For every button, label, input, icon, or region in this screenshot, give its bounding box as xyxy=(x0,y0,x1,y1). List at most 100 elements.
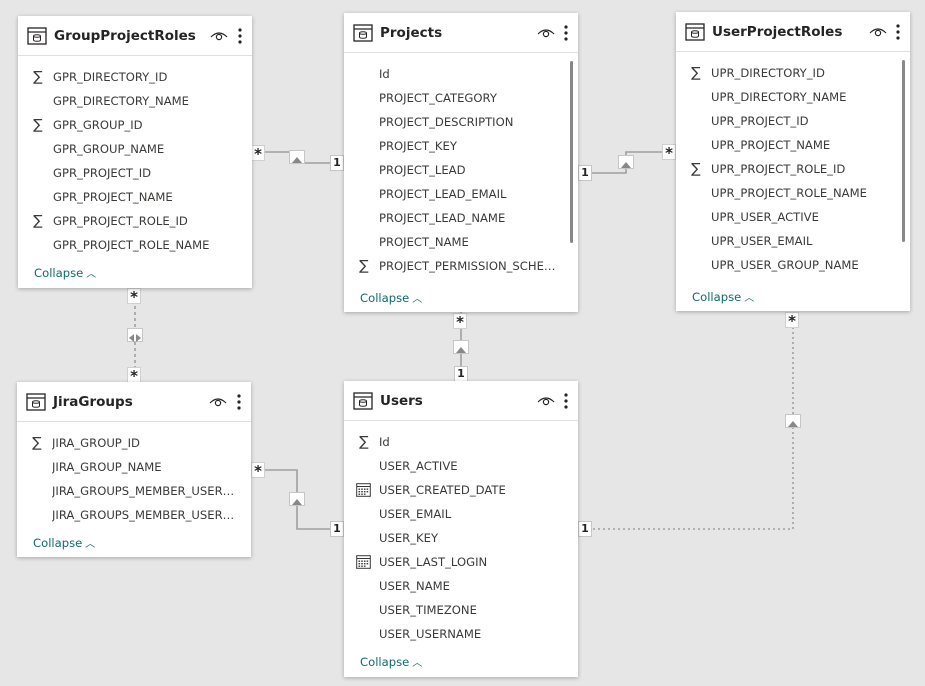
field-name: USER_CREATED_DATE xyxy=(379,483,506,497)
field-name: PROJECT_LEAD_EMAIL xyxy=(379,187,507,201)
field-row[interactable]: ∑JIRA_GROUP_ID xyxy=(17,431,251,455)
field-row[interactable]: UPR_PROJECT_ROLE_NAME xyxy=(676,181,910,205)
field-name: GPR_PROJECT_NAME xyxy=(53,190,173,204)
table-header[interactable]: Users xyxy=(344,381,578,421)
crossfilter-direction-projects-users[interactable] xyxy=(453,340,469,354)
crossfilter-direction-gpr-projects[interactable] xyxy=(289,150,305,164)
field-row[interactable]: USER_TIMEZONE xyxy=(344,598,578,622)
more-options-icon[interactable] xyxy=(237,27,243,45)
collapse-link[interactable]: Collapse︿ xyxy=(692,289,754,304)
collapse-label: Collapse xyxy=(360,655,410,669)
table-header[interactable]: GroupProjectRoles xyxy=(18,16,252,56)
field-name: UPR_USER_EMAIL xyxy=(711,234,813,248)
field-name: GPR_PROJECT_ROLE_ID xyxy=(53,214,188,228)
field-row[interactable]: PROJECT_NAME xyxy=(344,230,578,254)
crossfilter-direction-users-upr[interactable] xyxy=(785,414,801,428)
field-row[interactable]: ∑UPR_PROJECT_ROLE_ID xyxy=(676,157,910,181)
visibility-eye-icon[interactable] xyxy=(209,395,227,409)
more-options-icon[interactable] xyxy=(236,393,242,411)
crossfilter-direction-jiragroups-users[interactable] xyxy=(289,492,305,506)
table-card-user-project-roles[interactable]: UserProjectRoles ∑UPR_DIRECTORY_ID UPR_DI… xyxy=(676,12,910,311)
field-row[interactable]: USER_CREATED_DATE xyxy=(344,478,578,502)
field-row[interactable]: JIRA_GROUP_NAME xyxy=(17,455,251,479)
field-name: UPR_PROJECT_ROLE_NAME xyxy=(711,186,867,200)
field-row[interactable]: PROJECT_DESCRIPTION xyxy=(344,110,578,134)
field-row[interactable]: UPR_PROJECT_NAME xyxy=(676,133,910,157)
field-row[interactable]: USER_ACTIVE xyxy=(344,454,578,478)
field-row[interactable]: ∑Id xyxy=(344,430,578,454)
field-list-scrollbar[interactable] xyxy=(902,60,905,242)
table-header[interactable]: JiraGroups xyxy=(17,382,251,422)
field-row[interactable]: UPR_USER_ACTIVE xyxy=(676,205,910,229)
table-header[interactable]: UserProjectRoles xyxy=(676,12,910,52)
field-row[interactable]: ∑GPR_DIRECTORY_ID xyxy=(18,65,252,89)
field-row[interactable]: UPR_USER_EMAIL xyxy=(676,229,910,253)
cardinality-many-jiragroups-users: * xyxy=(251,462,265,480)
more-options-icon[interactable] xyxy=(563,392,569,410)
field-row[interactable]: PROJECT_LEAD_EMAIL xyxy=(344,182,578,206)
chevron-up-icon: ︿ xyxy=(85,539,96,550)
more-options-icon[interactable] xyxy=(895,23,901,41)
field-name: UPR_PROJECT_ROLE_ID xyxy=(711,162,846,176)
visibility-eye-icon[interactable] xyxy=(869,25,887,39)
field-name: USER_NAME xyxy=(379,579,450,593)
field-name: JIRA_GROUP_ID xyxy=(52,436,140,450)
collapse-link[interactable]: Collapse︿ xyxy=(34,265,96,280)
field-row[interactable]: USER_NAME xyxy=(344,574,578,598)
more-options-icon[interactable] xyxy=(563,24,569,42)
field-row[interactable]: GPR_DIRECTORY_NAME xyxy=(18,89,252,113)
visibility-eye-icon[interactable] xyxy=(537,394,555,408)
field-row[interactable]: JIRA_GROUPS_MEMBER_USER_... xyxy=(17,479,251,503)
table-icon xyxy=(685,23,705,41)
field-row[interactable]: UPR_DIRECTORY_NAME xyxy=(676,85,910,109)
chevron-up-icon: ︿ xyxy=(744,293,755,304)
field-name: GPR_DIRECTORY_ID xyxy=(53,70,168,84)
calendar-icon xyxy=(356,555,371,569)
table-header[interactable]: Projects xyxy=(344,13,578,53)
field-row[interactable]: GPR_PROJECT_ID xyxy=(18,161,252,185)
field-row[interactable]: USER_EMAIL xyxy=(344,502,578,526)
field-name: Id xyxy=(379,435,390,449)
field-row[interactable]: ∑GPR_PROJECT_ROLE_ID xyxy=(18,209,252,233)
field-name: PROJECT_DESCRIPTION xyxy=(379,115,514,129)
field-row[interactable]: PROJECT_LEAD xyxy=(344,158,578,182)
field-row[interactable]: USER_USERNAME xyxy=(344,622,578,646)
collapse-link[interactable]: Collapse︿ xyxy=(360,290,422,305)
sigma-icon: ∑ xyxy=(359,258,369,274)
collapse-link[interactable]: Collapse︿ xyxy=(33,535,95,550)
collapse-link[interactable]: Collapse︿ xyxy=(360,654,422,669)
visibility-eye-icon[interactable] xyxy=(210,29,228,43)
crossfilter-direction-projects-upr[interactable] xyxy=(618,155,634,169)
cardinality-many-projects-upr: * xyxy=(662,144,676,162)
crossfilter-direction-gpr-jiragroups[interactable] xyxy=(127,328,143,342)
field-row[interactable]: UPR_PROJECT_ID xyxy=(676,109,910,133)
table-title: JiraGroups xyxy=(53,394,133,410)
field-list-scrollbar[interactable] xyxy=(570,61,573,243)
field-row[interactable]: GPR_GROUP_NAME xyxy=(18,137,252,161)
field-row[interactable]: ∑UPR_DIRECTORY_ID xyxy=(676,61,910,85)
field-name: UPR_DIRECTORY_NAME xyxy=(711,90,847,104)
field-row[interactable]: GPR_PROJECT_NAME xyxy=(18,185,252,209)
field-row[interactable]: Id xyxy=(344,62,578,86)
field-row[interactable]: PROJECT_LEAD_NAME xyxy=(344,206,578,230)
field-row[interactable]: PROJECT_CATEGORY xyxy=(344,86,578,110)
visibility-eye-icon[interactable] xyxy=(537,26,555,40)
field-row[interactable]: JIRA_GROUPS_MEMBER_USER_... xyxy=(17,503,251,527)
field-row[interactable]: USER_LAST_LOGIN xyxy=(344,550,578,574)
field-row[interactable]: ∑GPR_GROUP_ID xyxy=(18,113,252,137)
field-name: USER_EMAIL xyxy=(379,507,452,521)
field-name: PROJECT_CATEGORY xyxy=(379,91,497,105)
field-row[interactable]: GPR_PROJECT_ROLE_NAME xyxy=(18,233,252,257)
field-row[interactable]: PROJECT_KEY xyxy=(344,134,578,158)
field-row[interactable]: UPR_USER_GROUP_NAME xyxy=(676,253,910,277)
field-row[interactable]: ∑PROJECT_PERMISSION_SCHEM... xyxy=(344,254,578,278)
relationship-line-users-upr-inactive[interactable] xyxy=(578,311,794,530)
field-row[interactable]: USER_KEY xyxy=(344,526,578,550)
table-icon xyxy=(353,24,373,42)
